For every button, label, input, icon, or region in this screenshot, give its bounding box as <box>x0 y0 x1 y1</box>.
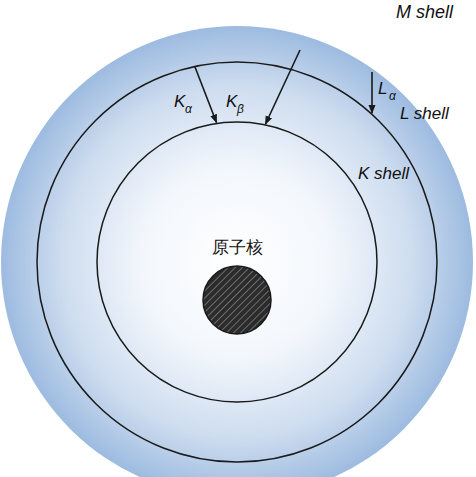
l-shell-line <box>37 62 437 462</box>
l-alpha-arrow <box>371 72 373 113</box>
nucleus-label: 原子核 <box>212 238 263 258</box>
line-subscript: β <box>237 103 244 117</box>
k-shell-line <box>97 122 377 402</box>
line-symbol: K <box>226 92 237 112</box>
k-alpha-arrow <box>195 67 217 123</box>
shell-name: M shell <box>396 2 453 23</box>
line-symbol: L <box>378 79 387 99</box>
k-beta-arrow <box>266 50 301 124</box>
shell-name: K shell <box>358 164 409 184</box>
shell-name: L shell <box>400 104 449 124</box>
line-subscript: α <box>185 103 192 117</box>
line-symbol: K <box>174 92 185 112</box>
line-subscript: α <box>389 90 396 104</box>
m-shell-region <box>1 26 473 477</box>
nucleus <box>203 266 271 334</box>
